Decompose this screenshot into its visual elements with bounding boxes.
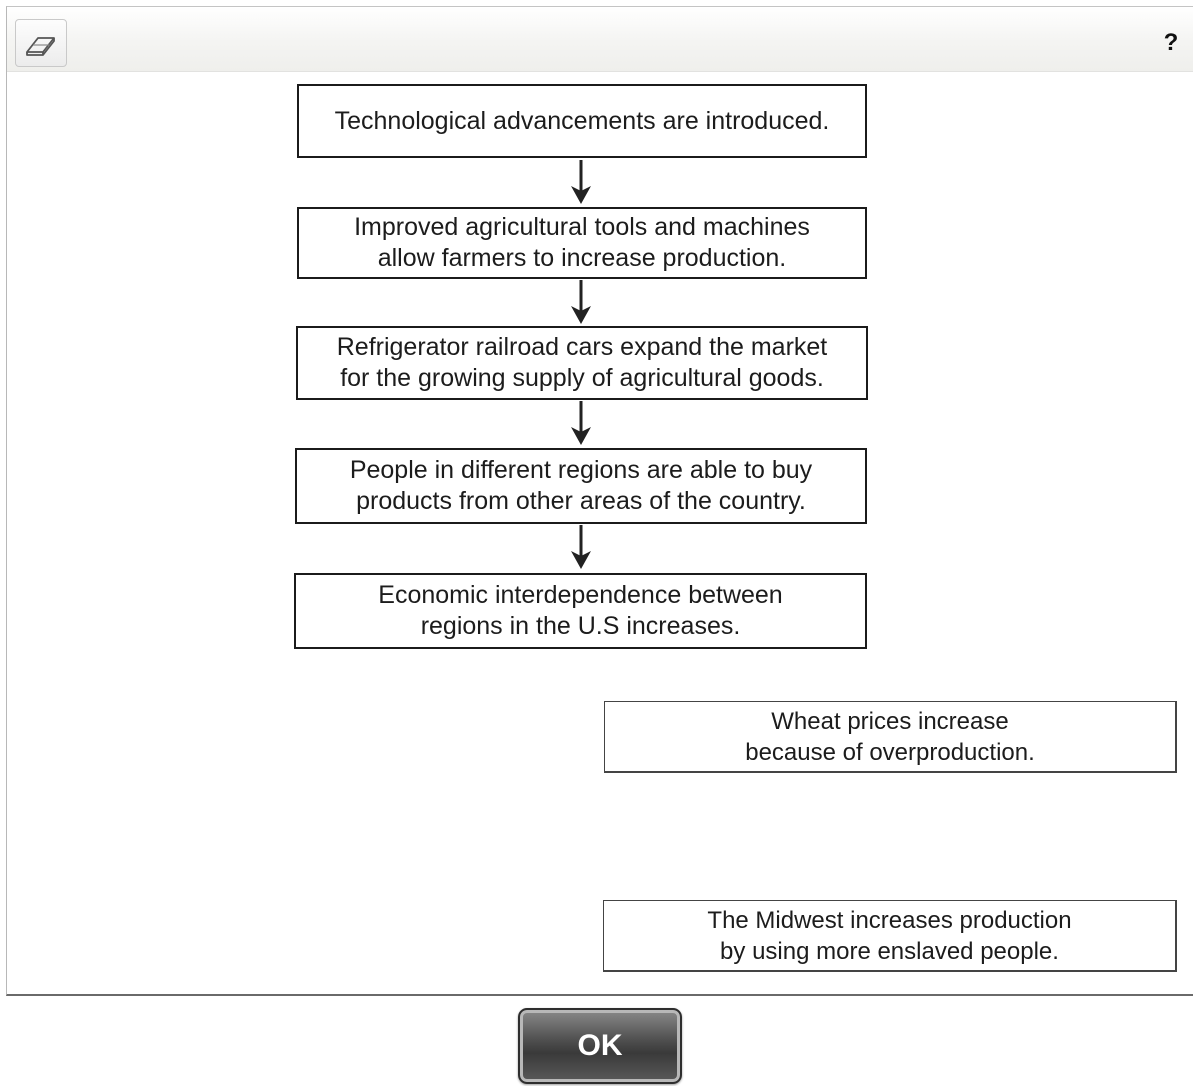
answer-option-midwest-production[interactable]: The Midwest increases production by usin… — [603, 900, 1177, 972]
flowchart-step-5: Economic interdependence between regions… — [294, 573, 867, 649]
help-button[interactable]: ? — [1163, 29, 1179, 56]
answer-option-wheat-prices[interactable]: Wheat prices increase because of overpro… — [604, 701, 1177, 773]
ok-button[interactable]: OK — [518, 1008, 682, 1084]
eraser-icon — [26, 37, 55, 56]
down-arrow-icon — [571, 525, 591, 569]
toolbar: ? — [7, 7, 1193, 72]
down-arrow-icon — [571, 280, 591, 324]
flowchart-step-3: Refrigerator railroad cars expand the ma… — [296, 326, 868, 400]
flowchart-step-2: Improved agricultural tools and machines… — [297, 207, 867, 279]
eraser-button[interactable] — [15, 19, 67, 67]
down-arrow-icon — [571, 401, 591, 445]
question-panel: ? Technological advancements are introdu… — [6, 6, 1193, 996]
flowchart-step-1: Technological advancements are introduce… — [297, 84, 867, 158]
down-arrow-icon — [571, 160, 591, 204]
flowchart-step-4: People in different regions are able to … — [295, 448, 867, 524]
